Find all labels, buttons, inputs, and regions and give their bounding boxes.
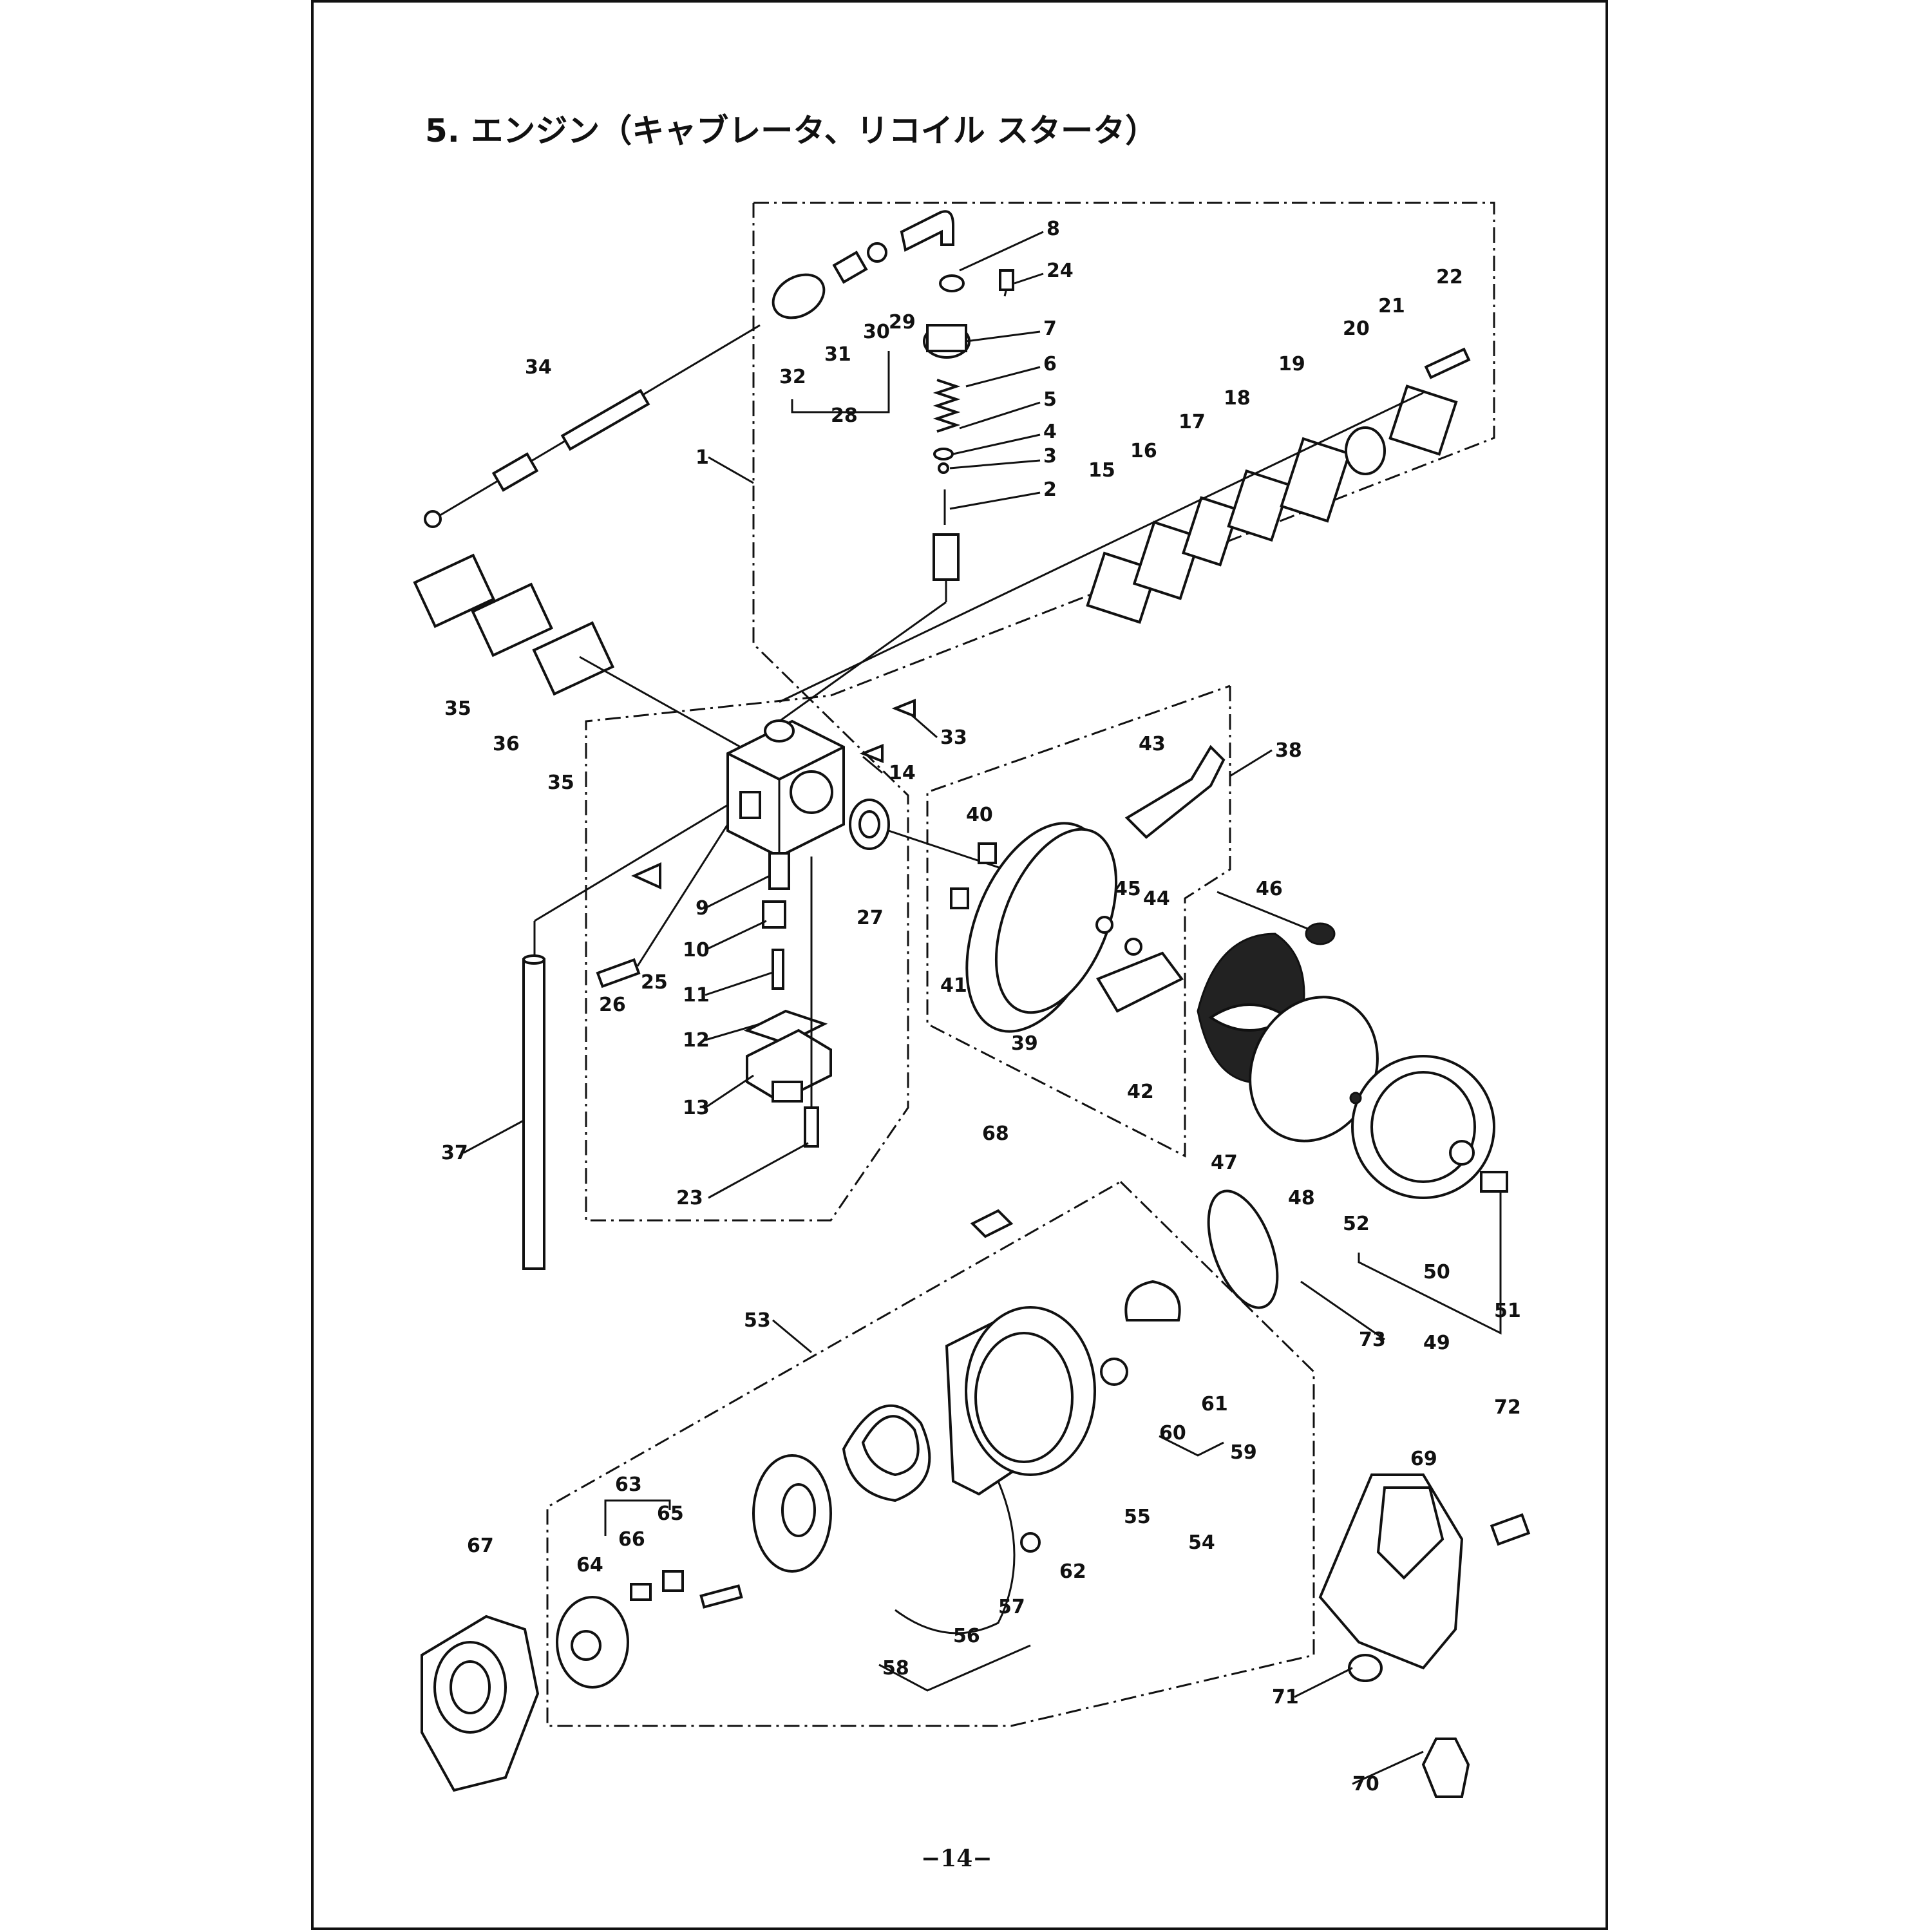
callout-55: 55 — [1124, 1506, 1151, 1528]
callout-12: 12 — [683, 1029, 710, 1052]
callout-1: 1 — [696, 446, 709, 469]
starter-bolt — [970, 1209, 1014, 1238]
callout-54: 54 — [1188, 1531, 1215, 1554]
recoil-starter-assembly — [699, 1280, 1181, 1634]
carburetor-body — [533, 601, 947, 960]
carburetor-bottom-parts — [596, 824, 832, 1148]
page-number: −14− — [921, 1845, 992, 1872]
callout-10: 10 — [683, 939, 710, 961]
callout-17: 17 — [1179, 411, 1206, 433]
callout-42: 42 — [1127, 1081, 1154, 1103]
callout-53: 53 — [744, 1309, 771, 1332]
leader-lines — [463, 231, 1502, 1785]
callout-34: 34 — [525, 356, 552, 379]
pipe — [522, 954, 545, 1270]
callout-31: 31 — [824, 343, 851, 366]
callout-16: 16 — [1130, 440, 1157, 462]
callout-8: 8 — [1046, 218, 1060, 240]
callout-11: 11 — [683, 984, 710, 1007]
callout-64: 64 — [576, 1554, 603, 1577]
callout-30: 30 — [863, 321, 890, 343]
callout-71: 71 — [1272, 1686, 1299, 1709]
callout-36: 36 — [493, 733, 520, 755]
callout-72: 72 — [1494, 1396, 1521, 1419]
callout-52: 52 — [1343, 1213, 1370, 1235]
callout-2: 2 — [1043, 478, 1057, 501]
callout-22: 22 — [1436, 266, 1463, 289]
callout-28: 28 — [831, 404, 858, 427]
callout-69: 69 — [1410, 1448, 1437, 1470]
page-title: 5. エンジン（キャブレータ、リコイル スタータ） — [425, 112, 1157, 149]
callout-25: 25 — [641, 971, 668, 994]
callout-66: 66 — [618, 1528, 645, 1551]
callout-38: 38 — [1275, 739, 1302, 762]
callout-47: 47 — [1211, 1151, 1238, 1174]
starter-pulley-parts — [556, 1570, 684, 1689]
callout-49: 49 — [1423, 1332, 1450, 1354]
callout-39: 39 — [1011, 1032, 1038, 1055]
callout-9: 9 — [696, 897, 709, 920]
callout-35-left: 35 — [444, 697, 471, 720]
callout-14: 14 — [889, 762, 916, 784]
callout-59: 59 — [1230, 1441, 1257, 1464]
callout-23: 23 — [676, 1187, 703, 1209]
callout-27: 27 — [857, 907, 884, 929]
callout-24: 24 — [1046, 260, 1074, 282]
insulator-gaskets — [413, 553, 741, 748]
starter-case — [421, 1615, 540, 1792]
carburetor-pump-stack — [779, 347, 1471, 703]
callout-15: 15 — [1088, 459, 1115, 482]
callout-56: 56 — [953, 1625, 980, 1647]
callout-26: 26 — [599, 994, 626, 1016]
callout-41: 41 — [940, 974, 967, 997]
callout-46: 46 — [1256, 878, 1283, 900]
callout-73: 73 — [1359, 1329, 1386, 1351]
callout-35-right: 35 — [547, 772, 574, 794]
callout-5: 5 — [1043, 388, 1057, 411]
callout-57: 57 — [998, 1596, 1025, 1618]
callout-63: 63 — [615, 1473, 642, 1496]
callout-61: 61 — [1201, 1393, 1228, 1416]
callout-6: 6 — [1043, 353, 1057, 375]
filter-element — [1207, 1189, 1279, 1309]
callout-32: 32 — [779, 366, 806, 388]
callout-18: 18 — [1224, 387, 1251, 410]
callout-40: 40 — [966, 804, 993, 826]
recoil-starter-group-boundary — [546, 1180, 1315, 1727]
callout-21: 21 — [1378, 295, 1405, 317]
callout-62: 62 — [1059, 1560, 1086, 1583]
callout-67: 67 — [467, 1535, 494, 1557]
callout-37: 37 — [441, 1142, 468, 1164]
callout-13: 13 — [683, 1097, 710, 1119]
callout-19: 19 — [1278, 353, 1305, 375]
callout-50: 50 — [1423, 1261, 1450, 1283]
callout-44: 44 — [1143, 887, 1170, 910]
page-border — [311, 0, 1608, 1930]
callout-68: 68 — [982, 1122, 1009, 1145]
callout-60: 60 — [1159, 1422, 1186, 1444]
callout-7: 7 — [1043, 317, 1057, 340]
callout-29: 29 — [889, 311, 916, 334]
throttle-cable — [424, 324, 761, 528]
callout-4: 4 — [1043, 421, 1057, 443]
callout-70: 70 — [1352, 1773, 1379, 1795]
callout-43: 43 — [1139, 733, 1166, 755]
callout-45: 45 — [1114, 878, 1141, 900]
cable-fitting-set — [772, 210, 954, 319]
callout-51: 51 — [1494, 1300, 1521, 1322]
callout-33: 33 — [940, 726, 967, 749]
throttle-valve-stack — [923, 269, 1014, 602]
callout-20: 20 — [1343, 317, 1370, 340]
air-cleaner-group-boundary — [926, 685, 1231, 1158]
air-cleaner-assembly — [950, 744, 1508, 1199]
callout-labels: 1 2 3 4 5 6 7 8 9 10 11 12 13 14 15 16 1… — [441, 218, 1521, 1795]
callout-48: 48 — [1288, 1187, 1315, 1209]
callout-3: 3 — [1043, 445, 1057, 468]
mount-bracket — [1318, 1473, 1531, 1798]
